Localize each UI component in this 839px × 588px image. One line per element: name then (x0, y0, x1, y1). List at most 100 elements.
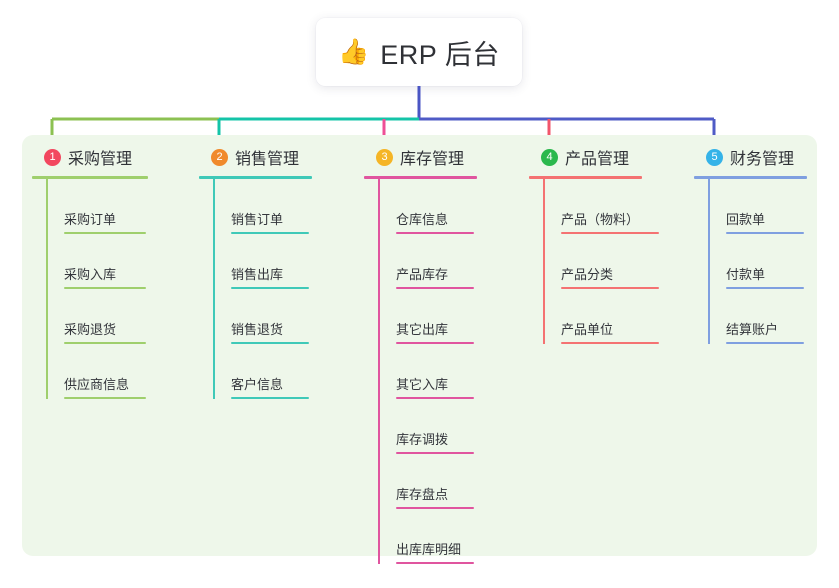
leaf-node-rule (396, 232, 474, 234)
leaf-node[interactable]: 其它出库 (378, 289, 477, 344)
leaf-node[interactable]: 销售订单 (213, 179, 312, 234)
column-title: 销售管理 (235, 151, 300, 168)
leaf-node[interactable]: 销售出库 (213, 234, 312, 289)
thumbs-up-icon: 👍 (338, 37, 370, 66)
leaf-node-rule (726, 232, 804, 234)
leaf-node[interactable]: 库存盘点 (378, 454, 477, 509)
column-header[interactable]: 3 库存管理 (364, 145, 477, 169)
column-header-rule (364, 176, 477, 179)
leaf-node-label: 供应商信息 (64, 377, 130, 393)
leaf-node[interactable]: 销售退货 (213, 289, 312, 344)
column-badge: 1 (44, 148, 61, 166)
leaf-node[interactable]: 结算账户 (708, 289, 807, 344)
leaf-node-label: 结算账户 (726, 322, 779, 338)
column-title: 产品管理 (565, 151, 630, 168)
column-spine (543, 179, 545, 344)
leaf-node-label: 采购退货 (64, 322, 117, 338)
column-title: 库存管理 (400, 151, 465, 168)
leaf-node-label: 产品分类 (561, 267, 614, 283)
leaf-node[interactable]: 其它入库 (378, 344, 477, 399)
column-badge: 2 (211, 148, 228, 166)
leaf-node[interactable]: 采购订单 (46, 179, 148, 234)
leaf-node-label: 产品库存 (396, 267, 449, 283)
leaf-node-rule (396, 397, 474, 399)
column-5: 5 财务管理回款单付款单结算账户 (694, 145, 807, 344)
leaf-node-label: 出库库明细 (396, 542, 462, 558)
leaf-node-rule (231, 397, 309, 399)
leaf-node-label: 客户信息 (231, 377, 284, 393)
leaf-node-label: 库存盘点 (396, 487, 449, 503)
root-node-card[interactable]: 👍 ERP 后台 (316, 18, 522, 86)
leaf-node-rule (396, 342, 474, 344)
leaf-node-rule (726, 287, 804, 289)
leaf-node-label: 产品单位 (561, 322, 614, 338)
leaf-node-label: 回款单 (726, 212, 766, 228)
leaf-node-rule (396, 507, 474, 509)
column-header[interactable]: 1 采购管理 (32, 145, 148, 169)
leaf-node-rule (231, 342, 309, 344)
leaf-node-label: 付款单 (726, 267, 766, 283)
leaf-node[interactable]: 仓库信息 (378, 179, 477, 234)
column-badge: 3 (376, 148, 393, 166)
column-spine (213, 179, 215, 399)
leaf-node[interactable]: 库存调拨 (378, 399, 477, 454)
leaf-node-label: 销售退货 (231, 322, 284, 338)
leaf-node-rule (561, 287, 659, 289)
leaf-node[interactable]: 付款单 (708, 234, 807, 289)
leaf-node-label: 采购订单 (64, 212, 117, 228)
leaf-node-label: 仓库信息 (396, 212, 449, 228)
leaf-node[interactable]: 采购退货 (46, 289, 148, 344)
leaf-node-rule (64, 342, 146, 344)
leaf-node-rule (231, 287, 309, 289)
leaf-node-rule (231, 232, 309, 234)
column-2: 2 销售管理销售订单销售出库销售退货客户信息 (199, 145, 312, 399)
column-header[interactable]: 4 产品管理 (529, 145, 659, 169)
leaf-node-rule (561, 342, 659, 344)
column-header[interactable]: 5 财务管理 (694, 145, 807, 169)
leaf-node[interactable]: 产品库存 (378, 234, 477, 289)
column-items: 销售订单销售出库销售退货客户信息 (199, 179, 312, 399)
column-header-rule (199, 176, 312, 179)
column-spine (708, 179, 710, 344)
column-title: 采购管理 (68, 151, 133, 168)
column-4: 4 产品管理产品（物料） 产品分类产品单位 (529, 145, 659, 344)
column-spine (378, 179, 380, 564)
leaf-node-label: 其它出库 (396, 322, 449, 338)
leaf-node[interactable]: 回款单 (708, 179, 807, 234)
leaf-node[interactable]: 出库库明细 (378, 509, 477, 564)
leaf-node[interactable]: 客户信息 (213, 344, 312, 399)
leaf-node-rule (64, 232, 146, 234)
leaf-node[interactable]: 产品分类 (543, 234, 659, 289)
diagram-panel (22, 135, 817, 556)
column-items: 回款单付款单结算账户 (694, 179, 807, 344)
leaf-node-rule (396, 287, 474, 289)
leaf-node-rule (396, 562, 474, 564)
column-1: 1 采购管理采购订单采购入库采购退货供应商信息 (32, 145, 148, 399)
leaf-node-label: 采购入库 (64, 267, 117, 283)
column-header[interactable]: 2 销售管理 (199, 145, 312, 169)
leaf-node[interactable]: 采购入库 (46, 234, 148, 289)
leaf-node-label: 销售出库 (231, 267, 284, 283)
column-title: 财务管理 (730, 151, 795, 168)
column-items: 采购订单采购入库采购退货供应商信息 (32, 179, 148, 399)
column-spine (46, 179, 48, 399)
leaf-node-rule (64, 397, 146, 399)
leaf-node-label: 其它入库 (396, 377, 449, 393)
column-badge: 4 (541, 148, 558, 166)
column-badge: 5 (706, 148, 723, 166)
column-header-rule (32, 176, 148, 179)
column-header-rule (529, 176, 642, 179)
column-items: 仓库信息产品库存其它出库其它入库库存调拨库存盘点出库库明细 (364, 179, 477, 564)
leaf-node-rule (561, 232, 659, 234)
root-node-title: ERP 后台 (380, 39, 500, 70)
leaf-node-label: 销售订单 (231, 212, 284, 228)
leaf-node-label: 产品（物料） (561, 212, 640, 228)
column-items: 产品（物料） 产品分类产品单位 (529, 179, 659, 344)
column-3: 3 库存管理仓库信息产品库存其它出库其它入库库存调拨库存盘点出库库明细 (364, 145, 477, 564)
leaf-node[interactable]: 产品（物料） (543, 179, 659, 234)
leaf-node-label: 库存调拨 (396, 432, 449, 448)
column-header-rule (694, 176, 807, 179)
leaf-node[interactable]: 产品单位 (543, 289, 659, 344)
leaf-node-rule (726, 342, 804, 344)
leaf-node[interactable]: 供应商信息 (46, 344, 148, 399)
